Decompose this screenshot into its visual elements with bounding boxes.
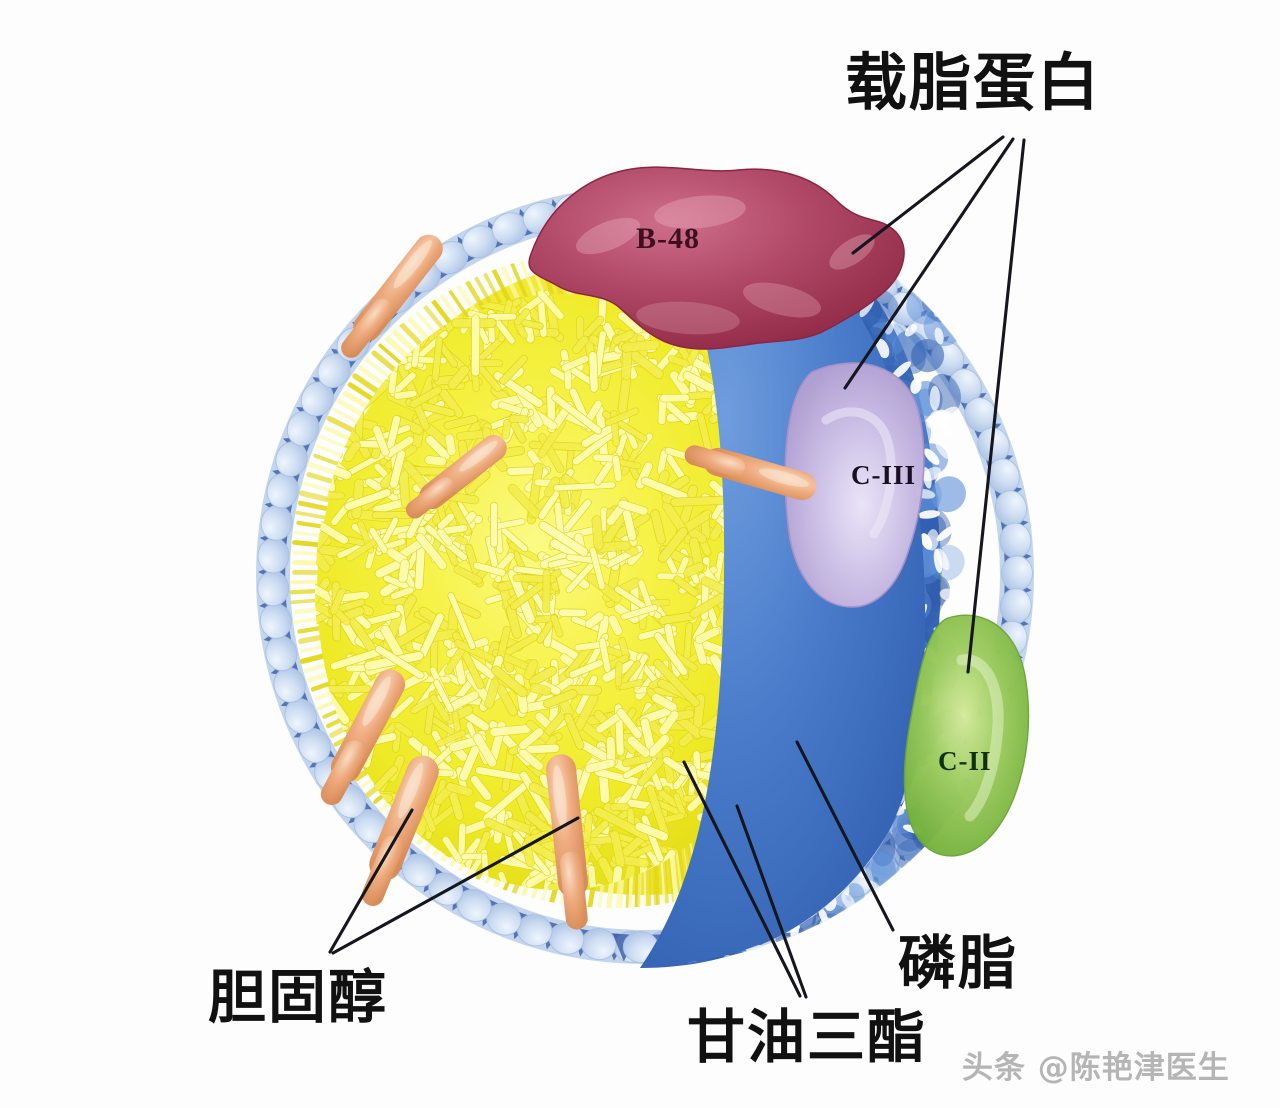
watermark: 头条 @陈艳津医生: [962, 1050, 1230, 1086]
cholesterol-molecules-cutaway: [320, 234, 817, 930]
protein-c2-shape: [903, 614, 1030, 857]
label-triglyceride: 甘油三酯: [687, 1003, 928, 1071]
leader-tg-1: [682, 760, 802, 998]
leader-apo-c2: [966, 138, 1026, 674]
leader-chol-1: [328, 808, 414, 954]
label-protein-c3: C-III: [851, 460, 917, 490]
label-cholesterol: 胆固醇: [208, 963, 389, 1031]
protein-c3-shape: [784, 362, 925, 608]
label-apolipoprotein: 载脂蛋白: [845, 46, 1102, 119]
leader-apo-b48: [851, 135, 1005, 255]
leader-pl-1: [795, 740, 895, 932]
leader-apo-c3: [843, 137, 1015, 390]
label-protein-c2: C-II: [938, 746, 992, 776]
leader-chol-2: [331, 816, 580, 955]
label-phospholipid: 磷脂: [898, 929, 1019, 997]
leader-tg-2: [735, 804, 808, 999]
protein-b48-shape: [528, 166, 905, 350]
leader-lines: [328, 135, 1026, 999]
label-protein-b48: B-48: [636, 222, 700, 255]
